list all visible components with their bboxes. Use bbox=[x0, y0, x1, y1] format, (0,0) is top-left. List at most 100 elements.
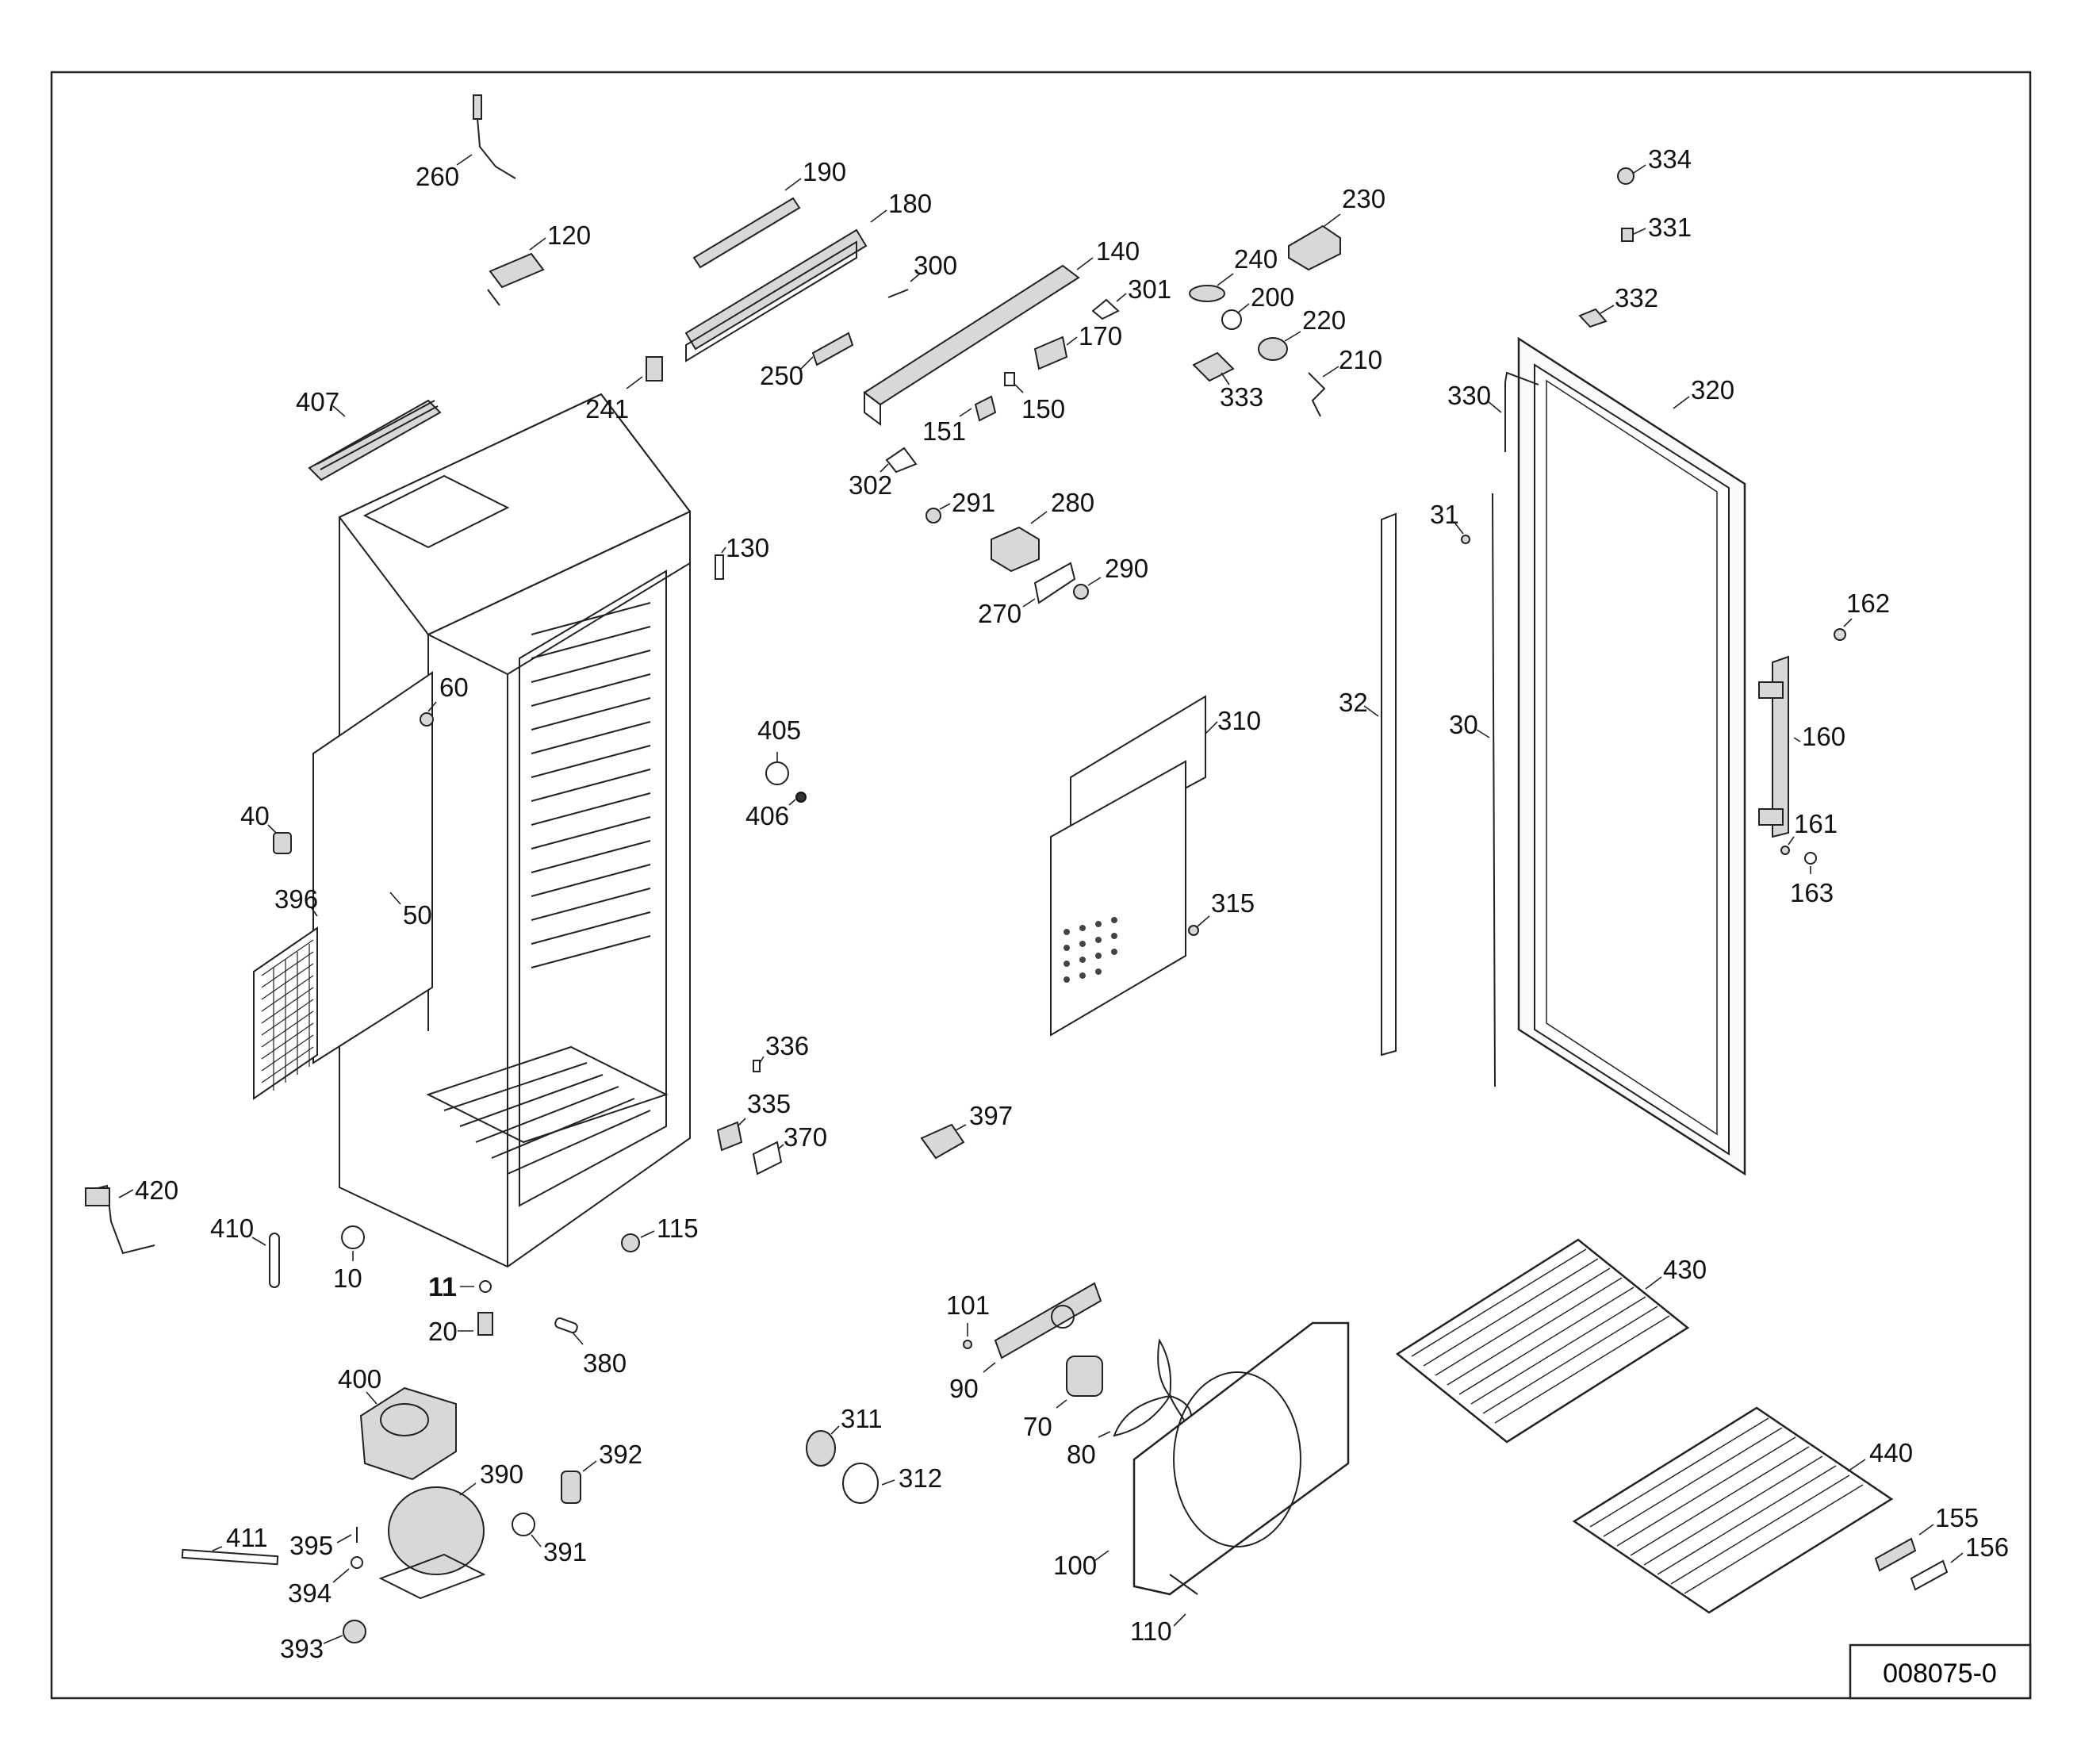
label-301: 301 bbox=[1116, 274, 1171, 304]
cabinet-body bbox=[338, 393, 692, 1268]
svg-text:420: 420 bbox=[135, 1175, 178, 1205]
svg-text:394: 394 bbox=[288, 1578, 332, 1608]
svg-text:400: 400 bbox=[338, 1364, 381, 1394]
part-40-cap bbox=[273, 832, 292, 854]
svg-text:270: 270 bbox=[978, 599, 1021, 628]
part-90-bracket bbox=[994, 1282, 1102, 1359]
cabinet-louvres bbox=[531, 602, 651, 968]
label-334: 334 bbox=[1633, 144, 1692, 174]
part-320-door bbox=[1517, 336, 1746, 1176]
label-150: 150 bbox=[1014, 384, 1065, 424]
part-31-screw bbox=[1461, 535, 1470, 544]
svg-text:100: 100 bbox=[1053, 1551, 1097, 1580]
part-440-shelf bbox=[1572, 1406, 1894, 1614]
label-411: 411 bbox=[212, 1523, 268, 1552]
label-290: 290 bbox=[1087, 554, 1148, 586]
label-100: 100 bbox=[1053, 1550, 1109, 1580]
label-407: 407 bbox=[296, 387, 346, 417]
label-151: 151 bbox=[922, 408, 972, 446]
part-161-screw bbox=[1780, 846, 1790, 855]
svg-text:150: 150 bbox=[1021, 394, 1065, 424]
part-394-washer bbox=[351, 1556, 363, 1569]
label-315: 315 bbox=[1197, 888, 1255, 927]
part-210-spring bbox=[1308, 372, 1326, 417]
svg-text:50: 50 bbox=[403, 900, 432, 930]
part-10-foot bbox=[341, 1225, 365, 1249]
label-270: 270 bbox=[978, 598, 1036, 628]
svg-text:440: 440 bbox=[1869, 1438, 1913, 1467]
part-140-profile bbox=[863, 264, 1080, 426]
svg-text:155: 155 bbox=[1935, 1503, 1979, 1532]
part-420-power-cable bbox=[85, 1184, 155, 1255]
part-190-board bbox=[692, 197, 801, 269]
part-391-grommet bbox=[512, 1513, 535, 1536]
part-330-gasket bbox=[1504, 371, 1539, 452]
label-320: 320 bbox=[1673, 375, 1734, 409]
label-335: 335 bbox=[737, 1089, 791, 1127]
svg-text:405: 405 bbox=[757, 715, 801, 745]
svg-text:290: 290 bbox=[1105, 554, 1148, 583]
part-30-strip bbox=[1492, 493, 1496, 1087]
svg-text:120: 120 bbox=[547, 220, 591, 250]
svg-text:332: 332 bbox=[1615, 283, 1658, 313]
part-250-cover bbox=[811, 332, 854, 366]
svg-text:163: 163 bbox=[1790, 878, 1834, 907]
part-labels: 260 120 190 180 300 140 301 230 240 200 … bbox=[118, 144, 2009, 1663]
svg-text:391: 391 bbox=[543, 1537, 587, 1567]
part-110-screw bbox=[1169, 1574, 1198, 1595]
label-11: 11 bbox=[428, 1272, 474, 1302]
label-32: 32 bbox=[1339, 688, 1379, 717]
part-180-housing bbox=[684, 228, 868, 362]
label-430: 430 bbox=[1645, 1255, 1707, 1290]
svg-text:140: 140 bbox=[1096, 236, 1140, 266]
part-405-disc bbox=[765, 761, 789, 785]
label-241: 241 bbox=[585, 376, 643, 424]
part-101-screw bbox=[963, 1340, 972, 1349]
part-50-back-panel bbox=[312, 671, 433, 1064]
svg-text:311: 311 bbox=[841, 1404, 883, 1433]
svg-text:390: 390 bbox=[480, 1459, 523, 1489]
svg-text:110: 110 bbox=[1130, 1616, 1172, 1646]
label-20: 20 bbox=[428, 1317, 473, 1346]
part-115-clip bbox=[621, 1233, 640, 1252]
svg-text:40: 40 bbox=[240, 801, 270, 830]
svg-text:31: 31 bbox=[1430, 500, 1459, 529]
label-50: 50 bbox=[389, 892, 432, 930]
label-394: 394 bbox=[288, 1568, 350, 1608]
svg-text:315: 315 bbox=[1211, 888, 1255, 918]
label-230: 230 bbox=[1324, 184, 1385, 227]
svg-text:70: 70 bbox=[1023, 1412, 1052, 1441]
svg-text:151: 151 bbox=[922, 416, 966, 446]
label-180: 180 bbox=[870, 189, 932, 223]
part-100-fan-shroud bbox=[1132, 1321, 1350, 1596]
svg-text:312: 312 bbox=[899, 1463, 942, 1493]
part-11-foot bbox=[479, 1280, 492, 1293]
svg-text:380: 380 bbox=[583, 1348, 627, 1378]
label-110: 110 bbox=[1130, 1613, 1186, 1646]
svg-text:280: 280 bbox=[1051, 488, 1094, 517]
part-130-pin bbox=[715, 554, 724, 580]
part-230-housing bbox=[1288, 224, 1341, 271]
part-430-shelf bbox=[1395, 1238, 1690, 1444]
svg-text:411: 411 bbox=[226, 1523, 268, 1552]
label-250: 250 bbox=[760, 356, 814, 390]
part-331-nut bbox=[1621, 228, 1634, 242]
part-220-hinge bbox=[1258, 337, 1288, 361]
label-40: 40 bbox=[240, 801, 277, 834]
svg-text:370: 370 bbox=[784, 1122, 827, 1152]
label-200: 200 bbox=[1236, 282, 1294, 314]
label-162: 162 bbox=[1843, 589, 1890, 627]
svg-text:80: 80 bbox=[1067, 1440, 1096, 1469]
drawing-number-box: 008075-0 bbox=[1849, 1643, 2032, 1700]
label-70: 70 bbox=[1023, 1399, 1067, 1441]
svg-text:220: 220 bbox=[1302, 305, 1346, 335]
part-334-cap bbox=[1617, 167, 1635, 185]
label-331: 331 bbox=[1633, 213, 1692, 242]
svg-text:115: 115 bbox=[657, 1214, 699, 1243]
svg-text:300: 300 bbox=[914, 251, 957, 280]
svg-text:406: 406 bbox=[745, 801, 789, 830]
svg-text:392: 392 bbox=[599, 1440, 642, 1469]
svg-text:90: 90 bbox=[949, 1374, 979, 1403]
part-290-nut bbox=[1073, 584, 1089, 600]
